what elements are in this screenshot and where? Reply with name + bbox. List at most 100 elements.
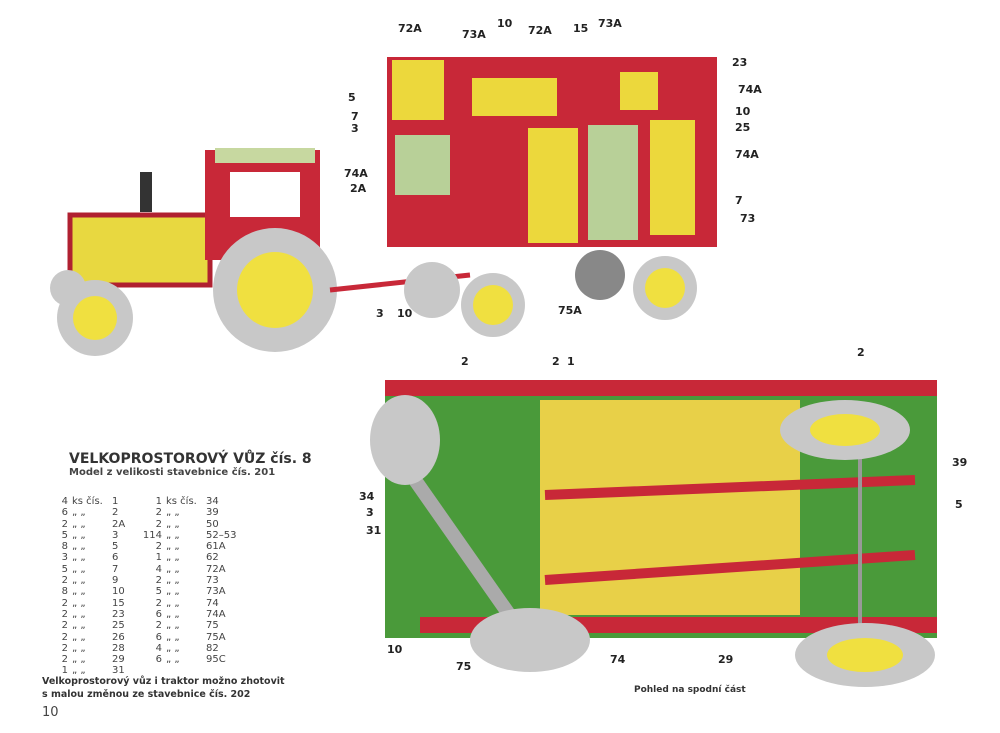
callout: 25 xyxy=(735,121,751,134)
parts-row: 4„ „72A xyxy=(140,564,246,575)
part-num: 7 xyxy=(112,563,119,575)
part-qty: 2 xyxy=(155,507,162,519)
part-unit: „ „ xyxy=(166,631,180,643)
parts-row: 2 „ „ 75 xyxy=(140,620,246,631)
part-unit: „ „ xyxy=(166,563,180,575)
parts-row: 8„ „10 xyxy=(46,586,152,597)
callout: 72A xyxy=(398,22,422,35)
parts-row: 2„ „29 xyxy=(46,654,152,665)
part-unit: ks čís. xyxy=(72,496,103,507)
part-unit: „ „ xyxy=(72,665,86,677)
callout: 2 xyxy=(552,355,560,368)
part-unit: „ „ xyxy=(72,597,86,609)
part-unit: „ „ xyxy=(72,642,86,654)
part-qty: 5 xyxy=(155,586,162,598)
part-unit: „ „ xyxy=(166,529,180,541)
note-line: s malou změnou ze stavebnice čís. 202 xyxy=(42,689,251,700)
parts-row: 1„ „31 xyxy=(46,665,152,676)
parts-row: 2„ „74 xyxy=(140,598,246,609)
callout: 34 xyxy=(359,490,375,503)
part-qty: 1 xyxy=(61,665,68,677)
part-unit: „ „ xyxy=(166,541,180,553)
part-num: 95C xyxy=(206,654,226,666)
part-unit: „ „ xyxy=(72,529,86,541)
part-qty: 4 xyxy=(155,642,162,654)
callout: 3 xyxy=(351,122,359,135)
part-qty: 2 xyxy=(155,620,162,632)
part-unit: ks čís. xyxy=(166,496,197,507)
part-qty: 6 xyxy=(155,608,162,620)
part-unit: „ „ xyxy=(166,654,180,666)
page-number: 10 xyxy=(42,705,59,720)
part-qty: 3 xyxy=(61,552,68,564)
callout: 5 xyxy=(955,498,963,511)
part-unit: „ „ xyxy=(72,507,86,519)
callout: 75 xyxy=(456,660,472,673)
parts-row: 4„ „82 xyxy=(140,643,246,654)
part-qty: 2 xyxy=(155,518,162,530)
part-qty: 8 xyxy=(61,541,68,553)
part-num: 2 xyxy=(112,507,119,519)
part-num: 61A xyxy=(206,541,226,553)
callout: 5 xyxy=(348,91,356,104)
callout: 10 xyxy=(735,105,751,118)
part-unit: „ „ xyxy=(72,518,86,530)
part-num: 75 xyxy=(206,620,219,632)
callout: 10 xyxy=(397,307,413,320)
callout: 75A xyxy=(558,304,582,317)
parts-row: 5„ „3 xyxy=(46,530,152,541)
part-num: 73A xyxy=(206,586,226,598)
part-qty: 1 xyxy=(155,552,162,564)
parts-row: 2„ „73 xyxy=(140,575,246,586)
part-qty: 114 xyxy=(142,529,162,541)
part-qty: 2 xyxy=(155,597,162,609)
callout: 73A xyxy=(462,28,486,41)
callout: 15 xyxy=(573,22,589,35)
parts-row: 3„ „6 xyxy=(46,552,152,563)
part-unit: „ „ xyxy=(166,620,180,632)
part-num: 5 xyxy=(112,541,119,553)
part-qty: 2 xyxy=(61,620,68,632)
part-qty: 5 xyxy=(61,563,68,575)
parts-row: 2„ „15 xyxy=(46,598,152,609)
part-qty: 2 xyxy=(61,654,68,666)
callout: 39 xyxy=(952,456,968,469)
parts-row: 2„ „23 xyxy=(46,609,152,620)
part-unit: „ „ xyxy=(166,575,180,587)
part-num: 50 xyxy=(206,518,219,530)
part-num: 72A xyxy=(206,563,226,575)
wagon-illustration xyxy=(329,57,717,337)
callout: 74A xyxy=(735,148,759,161)
part-num: 3 xyxy=(112,529,119,541)
note: Velkoprostorový vůz i traktor možno zhot… xyxy=(42,675,285,701)
part-unit: „ „ xyxy=(166,597,180,609)
callout: 72A xyxy=(528,24,552,37)
part-qty: 6 xyxy=(155,654,162,666)
part-num: 28 xyxy=(112,642,125,654)
part-qty: 8 xyxy=(61,586,68,598)
part-num: 10 xyxy=(112,586,125,598)
model-title: VELKOPROSTOROVÝ VŮZ čís. 8 xyxy=(69,451,312,467)
part-num: 6 xyxy=(112,552,119,564)
callout: 73 xyxy=(740,212,756,225)
parts-row: 2„ „9 xyxy=(46,575,152,586)
part-num: 39 xyxy=(206,507,219,519)
part-unit: „ „ xyxy=(166,608,180,620)
part-unit: „ „ xyxy=(166,586,180,598)
part-unit: „ „ xyxy=(166,552,180,564)
parts-row: 6 „ „ 2 xyxy=(46,507,152,518)
parts-row: 2„ „28 xyxy=(46,643,152,654)
part-unit: „ „ xyxy=(72,541,86,553)
note-line: Velkoprostorový vůz i traktor možno zhot… xyxy=(42,676,285,687)
part-num: 62 xyxy=(206,552,219,564)
part-unit: „ „ xyxy=(72,620,86,632)
part-num: 2A xyxy=(112,518,126,530)
callout: 23 xyxy=(732,56,748,69)
part-qty: 6 xyxy=(61,507,68,519)
part-unit: „ „ xyxy=(72,575,86,587)
callout: 2 xyxy=(857,346,865,359)
